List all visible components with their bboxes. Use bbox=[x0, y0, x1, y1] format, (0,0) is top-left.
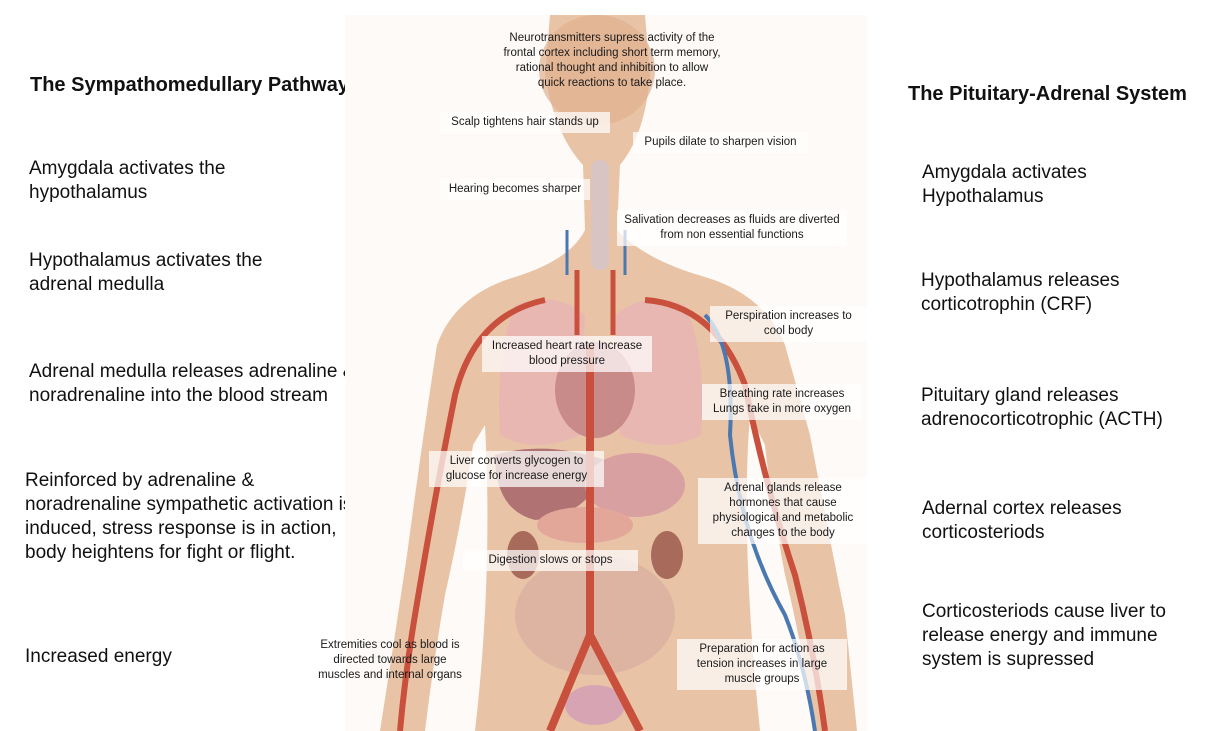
anatomy-figure: Neurotransmitters supress activity of th… bbox=[345, 15, 867, 731]
right-step-4: Adernal cortex releases corticosteriods bbox=[922, 497, 1172, 545]
label-pupils: Pupils dilate to sharpen vision bbox=[633, 132, 808, 153]
right-step-1: Amygdala activates Hypothalamus bbox=[922, 161, 1172, 209]
label-heart: Increased heart rate Increase blood pres… bbox=[482, 336, 652, 372]
label-extremities: Extremities cool as blood is directed to… bbox=[305, 635, 475, 686]
right-kidney bbox=[651, 531, 683, 579]
label-neurotransmitters: Neurotransmitters supress activity of th… bbox=[497, 28, 727, 94]
label-salivation: Salivation decreases as fluids are diver… bbox=[617, 210, 847, 246]
right-step-5: Corticosteriods cause liver to release e… bbox=[922, 600, 1187, 672]
left-step-2: Hypothalamus activates the adrenal medul… bbox=[29, 249, 289, 297]
left-step-3: Adrenal medulla releases adrenaline & no… bbox=[29, 360, 384, 408]
pancreas bbox=[537, 507, 633, 543]
left-heading: The Sympathomedullary Pathway bbox=[30, 74, 349, 97]
right-heading: The Pituitary-Adrenal System bbox=[908, 83, 1187, 106]
label-perspiration: Perspiration increases to cool body bbox=[710, 306, 867, 342]
right-step-3: Pituitary gland releases adrenocorticotr… bbox=[921, 384, 1201, 432]
right-step-2: Hypothalamus releases corticotrophin (CR… bbox=[921, 269, 1171, 317]
label-liver: Liver converts glycogen to glucose for i… bbox=[429, 451, 604, 487]
left-step-1: Amygdala activates the hypothalamus bbox=[29, 157, 289, 205]
label-scalp: Scalp tightens hair stands up bbox=[440, 112, 610, 133]
label-preparation: Preparation for action as tension increa… bbox=[677, 639, 847, 690]
left-step-4: Reinforced by adrenaline & noradrenaline… bbox=[25, 469, 365, 565]
label-breathing: Breathing rate increases Lungs take in m… bbox=[702, 384, 862, 420]
intestines bbox=[515, 555, 675, 675]
left-step-5: Increased energy bbox=[25, 645, 285, 669]
label-adrenal: Adrenal glands release hormones that cau… bbox=[698, 478, 868, 544]
label-hearing: Hearing becomes sharper bbox=[440, 179, 590, 200]
label-digestion: Digestion slows or stops bbox=[463, 550, 638, 571]
trachea bbox=[591, 160, 609, 270]
